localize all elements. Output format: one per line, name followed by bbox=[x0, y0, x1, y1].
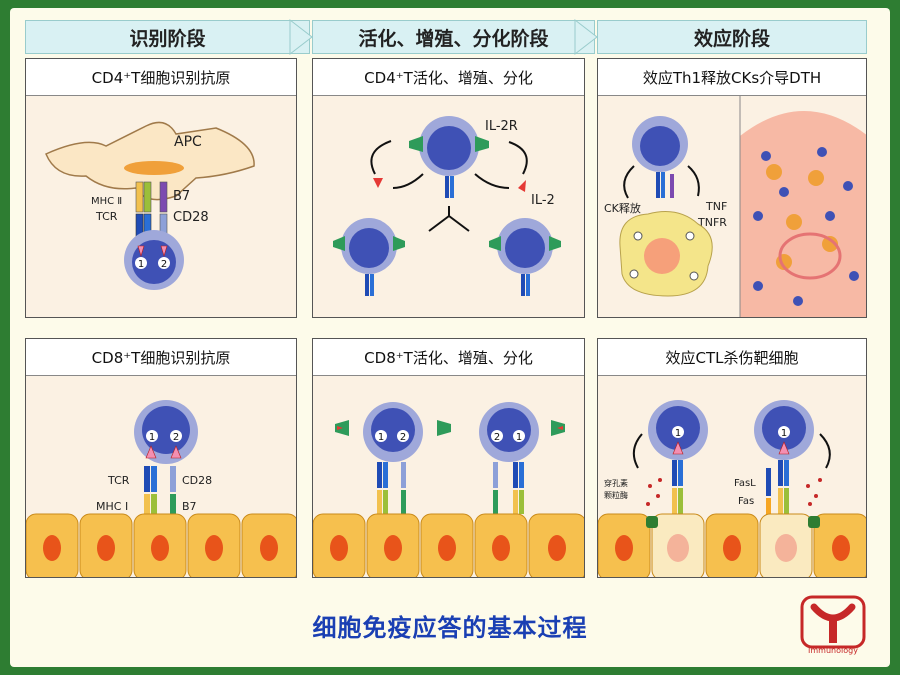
panel-body: IL-2R IL-2 bbox=[313, 96, 584, 317]
il2r-label: IL-2R bbox=[485, 119, 518, 134]
panel-cd8-recognition: CD8⁺T细胞识别抗原 1 2 TCR CD28 MHC Ⅰ B7 bbox=[25, 338, 297, 578]
right-signal-2-label: 1 bbox=[516, 432, 522, 443]
left-signal-label: 1 bbox=[675, 428, 681, 439]
stage-recognition: 识别阶段 bbox=[25, 20, 310, 54]
signal-2-badge bbox=[158, 257, 170, 269]
b7-label: B7 bbox=[182, 500, 197, 513]
signal-2-arrow bbox=[160, 245, 168, 258]
panel-body: 1 2 TCR CD28 MHC Ⅰ B7 bbox=[26, 376, 296, 577]
left-signal-2-label: 2 bbox=[400, 432, 406, 443]
panel-body: 1 穿孔素 颗粒酶 1 FasL Fas bbox=[598, 376, 866, 577]
signal-1-label: 1 bbox=[149, 432, 155, 443]
secretion-arrow-left bbox=[392, 173, 424, 189]
panel-title: CD4⁺T活化、增殖、分化 bbox=[313, 59, 584, 96]
secretion-arrow-right bbox=[474, 173, 510, 189]
tcr-stem-b bbox=[450, 176, 454, 198]
mhc-i-label: MHC Ⅰ bbox=[96, 500, 128, 513]
tcr-label: TCR bbox=[107, 474, 130, 487]
panel-title-text: CD8⁺T活化、增殖、分化 bbox=[364, 348, 533, 367]
panel-body: APC MHC Ⅱ TCR B7 CD28 1 2 bbox=[26, 96, 296, 317]
stage-recognition-label: 识别阶段 bbox=[129, 27, 206, 50]
macrophage-nucleus bbox=[644, 238, 680, 274]
il2r-left bbox=[409, 136, 423, 152]
proliferation-arrows bbox=[428, 206, 470, 232]
ctl-kill-illustration: 1 穿孔素 颗粒酶 1 FasL Fas bbox=[598, 400, 866, 577]
perforin-label: 穿孔素 bbox=[604, 478, 628, 488]
panel-ctl-kill: 效应CTL杀伤靶细胞 1 穿孔素 颗粒酶 1 FasL Fas bbox=[597, 338, 867, 578]
stage-effector-label: 效应阶段 bbox=[693, 27, 770, 50]
stage-activation-label: 活化、增殖、分化阶段 bbox=[358, 27, 549, 50]
panel-title: CD8⁺T细胞识别抗原 bbox=[26, 339, 296, 376]
signal-2-label: 2 bbox=[173, 432, 179, 443]
panel-cd4-recognition: CD4⁺T细胞识别抗原 APC MHC Ⅱ TCR B7 CD28 1 2 bbox=[25, 58, 297, 318]
tnfr-label: TNFR bbox=[697, 216, 727, 229]
target-cell-row bbox=[598, 513, 866, 577]
cd8-t-cell-nucleus bbox=[142, 406, 190, 454]
panel-cd8-activation: CD8⁺T活化、增殖、分化 1 2 2 1 bbox=[312, 338, 585, 578]
stage-effector: 效应阶段 bbox=[597, 20, 867, 54]
panel-title: CD4⁺T细胞识别抗原 bbox=[26, 59, 296, 96]
panel-body: CK释放 TNF TNFR bbox=[598, 96, 866, 317]
right-signal-label: 1 bbox=[781, 428, 787, 439]
apc-nucleus bbox=[124, 161, 184, 175]
panel-title: 效应Th1释放CKs介导DTH bbox=[598, 59, 866, 96]
panel-title-text: CD4⁺T活化、增殖、分化 bbox=[364, 68, 533, 87]
panel-title: CD8⁺T活化、增殖、分化 bbox=[313, 339, 584, 376]
il2-molecule-left bbox=[373, 178, 383, 188]
il2-label: IL-2 bbox=[531, 193, 555, 208]
cd4-recognition-illustration: APC MHC Ⅱ TCR B7 CD28 1 2 bbox=[45, 121, 255, 290]
target-cell-row bbox=[313, 513, 584, 577]
il2r-right bbox=[475, 136, 489, 152]
cd8-recognition-illustration: 1 2 TCR CD28 MHC Ⅰ B7 bbox=[26, 400, 296, 577]
tissue-inflammation bbox=[740, 96, 866, 317]
logo-text: Immunology bbox=[808, 646, 858, 655]
signal-1-label: 1 bbox=[138, 259, 144, 270]
fas-label: Fas bbox=[738, 496, 754, 507]
signal-1-arrow bbox=[137, 245, 145, 258]
target-cell-row bbox=[26, 513, 296, 577]
autocrine-arrow-right bbox=[508, 141, 528, 175]
b7-label: B7 bbox=[173, 189, 190, 204]
mhc-ii-label: MHC Ⅱ bbox=[91, 196, 122, 207]
granzyme-label: 颗粒酶 bbox=[604, 490, 628, 500]
stage-arrows bbox=[289, 18, 598, 56]
mhc-ii-molecule-b bbox=[143, 181, 152, 213]
tcr-label: TCR bbox=[95, 210, 118, 223]
daughter-cell-right-nucleus bbox=[505, 228, 545, 268]
ck-release-label: CK释放 bbox=[604, 201, 641, 215]
immunology-logo bbox=[800, 595, 866, 649]
panel-body: 1 2 2 1 bbox=[313, 376, 584, 577]
apc-cell bbox=[45, 121, 255, 201]
il2-molecule-right bbox=[518, 180, 526, 192]
th1-dth-illustration: CK释放 TNF TNFR bbox=[604, 96, 866, 317]
signal-2-label: 2 bbox=[161, 259, 167, 270]
panel-title: 效应CTL杀伤靶细胞 bbox=[598, 339, 866, 376]
th1-cell-nucleus bbox=[640, 126, 680, 166]
panel-title-text: CD8⁺T细胞识别抗原 bbox=[91, 348, 231, 367]
apc-label: APC bbox=[174, 134, 202, 150]
cd8-activation-illustration: 1 2 2 1 bbox=[313, 402, 584, 577]
tnf-label: TNF bbox=[705, 200, 727, 213]
panel-cd4-activation: CD4⁺T活化、增殖、分化 IL-2R IL-2 bbox=[312, 58, 585, 318]
panel-title-text: 效应CTL杀伤靶细胞 bbox=[665, 348, 799, 367]
panel-th1-dth: 效应Th1释放CKs介导DTH CK释放 TNF TNFR bbox=[597, 58, 867, 318]
cd28-label: CD28 bbox=[173, 210, 209, 225]
daughter-cell-left-nucleus bbox=[349, 228, 389, 268]
cd4-activation-illustration: IL-2R IL-2 bbox=[333, 116, 561, 296]
activated-t-cell-nucleus bbox=[427, 126, 471, 170]
left-signal-1-label: 1 bbox=[378, 432, 384, 443]
b7-molecule bbox=[159, 181, 168, 213]
right-signal-1-label: 2 bbox=[494, 432, 500, 443]
signal-1-badge bbox=[135, 257, 147, 269]
cd28-label: CD28 bbox=[182, 474, 212, 487]
mhc-ii-molecule bbox=[135, 181, 144, 213]
panel-title-text: 效应Th1释放CKs介导DTH bbox=[642, 68, 822, 87]
autocrine-arrow-left bbox=[370, 140, 392, 175]
panel-title-text: CD4⁺T细胞识别抗原 bbox=[91, 68, 231, 87]
fasl-label: FasL bbox=[734, 478, 756, 489]
figure-title: 细胞免疫应答的基本过程 bbox=[312, 614, 588, 642]
tcr-stem bbox=[445, 176, 449, 198]
